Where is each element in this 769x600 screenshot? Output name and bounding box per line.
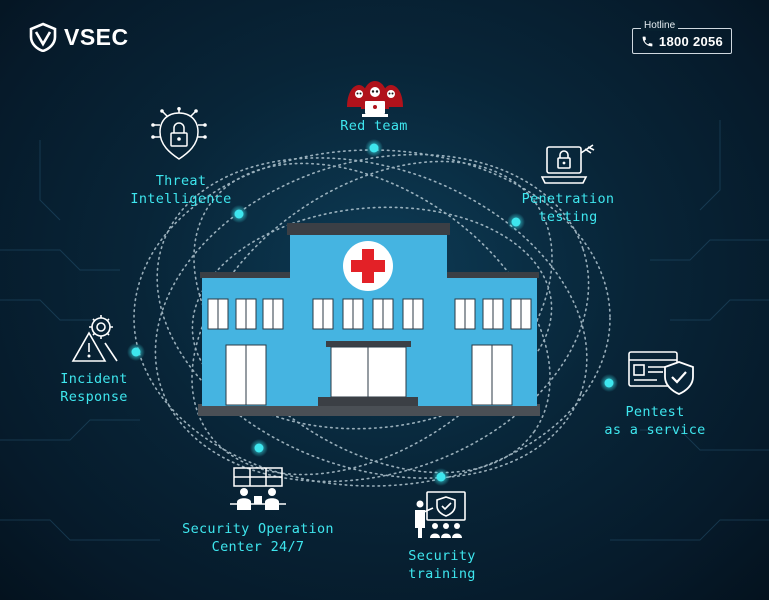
brand-name: VSEC: [64, 23, 129, 50]
medical-cross-icon: [343, 241, 393, 291]
node-dot-security-training: [432, 468, 450, 486]
node-dot-threat-intelligence: [230, 205, 248, 223]
node-dots: [127, 139, 618, 486]
hospital-building: [198, 223, 540, 416]
shield-logo-icon: [29, 22, 57, 52]
hotline-number: 1800 2056: [658, 33, 724, 49]
hotline-box[interactable]: Hotline 1800 2056: [632, 20, 732, 54]
label-red-team: Red team: [340, 118, 408, 134]
node-dot-penetration-testing: [507, 213, 525, 231]
monitoring-room-icon: [230, 467, 286, 510]
node-dot-red-team: [365, 139, 383, 157]
node-dot-soc: [250, 439, 268, 457]
phone-icon: [642, 36, 653, 46]
label-soc: Security Operation Center 24/7: [182, 521, 334, 555]
warning-gear-icon: [71, 315, 118, 362]
circuit-lock-icon: [151, 107, 207, 160]
node-dot-pentest-service: [600, 374, 618, 392]
label-threat-intelligence: Threat Intelligence: [130, 173, 232, 207]
brand-logo[interactable]: VSEC: [28, 22, 129, 52]
circuit-background: [0, 120, 769, 541]
presentation-icon: [415, 491, 466, 538]
laptop-lock-icon: [541, 144, 595, 184]
hacker-group-icon: [347, 81, 403, 117]
orbit-rings: [133, 149, 611, 487]
shield-check-icon: [628, 351, 694, 395]
label-incident-response: Incident Response: [60, 371, 128, 405]
label-security-training: Security training: [408, 548, 476, 582]
node-dot-incident-response: [127, 343, 145, 361]
label-pentest-service: Pentest as a service: [604, 404, 706, 438]
hotline-label: Hotline: [641, 20, 679, 31]
label-penetration-testing: Penetration testing: [521, 191, 615, 225]
